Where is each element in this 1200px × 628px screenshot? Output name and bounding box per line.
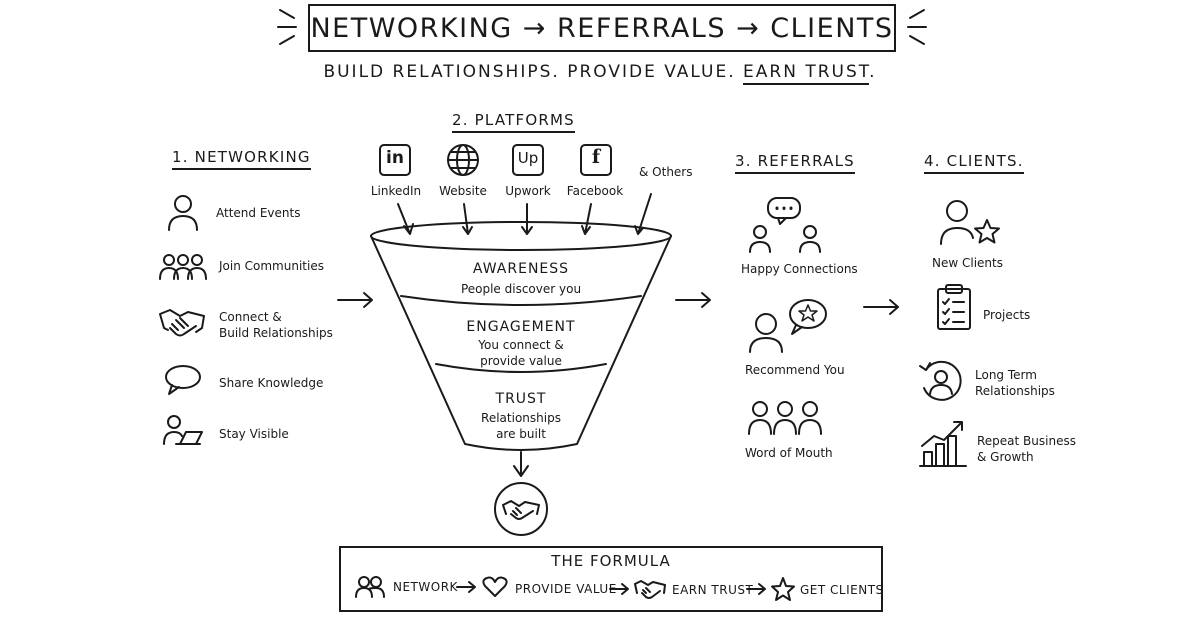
- platform-linkedin-label: LinkedIn: [370, 184, 422, 198]
- title-box: NETWORKING → REFERRALS → CLIENTS: [308, 4, 896, 52]
- funnel-stage-trust-desc: Relationships are built: [481, 411, 561, 441]
- funnel-stage-engagement-desc: You connect & provide value: [478, 338, 564, 368]
- page-title: NETWORKING → REFERRALS → CLIENTS: [310, 12, 894, 44]
- platform-website-label: Website: [439, 184, 487, 198]
- funnel-stage-awareness-desc: People discover you: [460, 282, 582, 296]
- formula-arrow-icon: [746, 583, 766, 595]
- platform-facebook-label: Facebook: [566, 184, 624, 198]
- person-laptop-icon: [163, 415, 203, 445]
- platform-others-label: & Others: [639, 165, 693, 179]
- handshake-icon: [159, 309, 205, 337]
- formula-arrow-icon: [456, 581, 476, 593]
- platform-upwork-label: Upwork: [505, 184, 551, 198]
- person-icon: [168, 195, 198, 231]
- referral-word-of-mouth-label: Word of Mouth: [745, 446, 833, 460]
- formula-step-network: NETWORK: [393, 580, 458, 594]
- long-term-relationship-icon: [919, 360, 962, 401]
- recommend-icon: [749, 299, 827, 353]
- speech-bubble-icon: [165, 365, 201, 395]
- new-client-icon: [940, 200, 1000, 245]
- star-icon: [771, 577, 795, 601]
- group-icon: [159, 254, 207, 280]
- client-repeat-business-label: Repeat Business & Growth: [977, 434, 1076, 464]
- facebook-glyph: f: [591, 146, 601, 168]
- upwork-icon: [512, 144, 544, 176]
- subtitle: BUILD RELATIONSHIPS. PROVIDE VALUE. EARN…: [0, 62, 1200, 85]
- arrow-right-icon: [337, 292, 373, 308]
- referral-recommend-you-label: Recommend You: [745, 363, 845, 377]
- title-accent-left-icon: [277, 9, 297, 45]
- formula-arrow-icon: [609, 583, 629, 595]
- handshake-circle-icon: [494, 482, 548, 536]
- linkedin-glyph: in: [386, 148, 404, 168]
- networking-item-attend-events: Attend Events: [216, 206, 301, 220]
- subtitle-end: .: [869, 62, 877, 82]
- funnel-stage-engagement-title: ENGAGEMENT: [466, 319, 576, 335]
- formula-box: [339, 546, 883, 612]
- funnel-stage-awareness-title: AWARENESS: [472, 261, 570, 277]
- formula-step-get-clients: GET CLIENTS: [800, 583, 884, 597]
- subtitle-emphasis: EARN TRUST: [743, 62, 870, 85]
- people-icon: [355, 576, 385, 598]
- formula-title: THE FORMULA: [551, 552, 671, 570]
- client-projects-label: Projects: [983, 308, 1031, 322]
- platforms-heading: 2. PLATFORMS: [452, 111, 575, 133]
- upwork-glyph: Up: [517, 149, 539, 167]
- word-of-mouth-icon: [748, 401, 822, 435]
- happy-connections-icon: [749, 197, 821, 253]
- title-accent-right-icon: [907, 9, 927, 45]
- funnel-stage-trust-title: TRUST: [495, 391, 547, 407]
- referrals-heading: 3. REFERRALS: [735, 152, 855, 174]
- globe-icon: [447, 144, 479, 176]
- arrow-right-icon: [675, 292, 711, 308]
- formula-step-provide-value: PROVIDE VALUE: [515, 582, 617, 596]
- growth-chart-icon: [919, 421, 967, 467]
- client-long-term-label: Long Term Relationships: [975, 368, 1055, 398]
- networking-item-stay-visible: Stay Visible: [219, 427, 289, 441]
- clipboard-checklist-icon: [937, 284, 971, 330]
- facebook-icon: [580, 144, 612, 176]
- networking-item-connect: Connect & Build Relationships: [219, 310, 333, 340]
- networking-item-join-communities: Join Communities: [219, 259, 324, 273]
- handshake-icon: [634, 580, 666, 599]
- clients-heading: 4. CLIENTS.: [924, 152, 1024, 174]
- subtitle-part1: BUILD RELATIONSHIPS. PROVIDE VALUE.: [323, 62, 744, 82]
- formula-step-earn-trust: EARN TRUST: [672, 583, 754, 597]
- heart-icon: [482, 576, 508, 597]
- arrow-right-icon: [863, 299, 899, 315]
- client-new-clients-label: New Clients: [932, 256, 1003, 270]
- referral-happy-connections-label: Happy Connections: [741, 262, 858, 276]
- networking-heading: 1. NETWORKING: [172, 148, 311, 170]
- networking-item-share-knowledge: Share Knowledge: [219, 376, 324, 390]
- linkedin-icon: [379, 144, 411, 176]
